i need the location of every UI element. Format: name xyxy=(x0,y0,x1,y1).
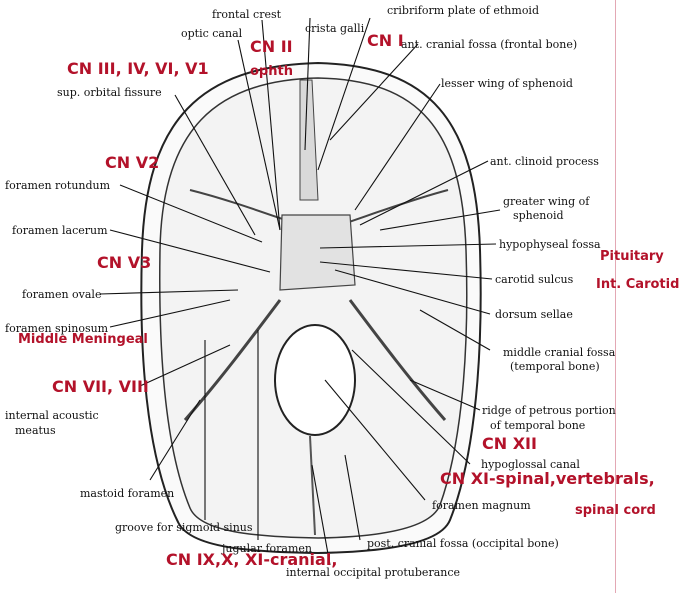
annotation-cn-ix-x-xi: CN IX,X, XI-cranial, xyxy=(166,550,338,569)
label-post-cranial-fossa: post. cranial fossa (occipital bone) xyxy=(367,537,559,550)
petrous-ridge-right xyxy=(348,299,447,421)
annotation-cn-ii: CN II xyxy=(250,37,293,56)
label-cribriform-plate: cribriform plate of ethmoid xyxy=(387,4,539,17)
label-foramen-magnum: foramen magnum xyxy=(432,499,531,512)
label-ant-clinoid: ant. clinoid process xyxy=(490,155,599,168)
annotation-int-carotid: Int. Carotid xyxy=(596,277,680,292)
page-border xyxy=(615,0,616,593)
label-foramen-rotundum: foramen rotundum xyxy=(5,179,111,192)
label-jugular-foramen: jugular foramen xyxy=(222,542,312,555)
annotation-cn-xi-spinal: CN XI-spinal,vertebrals, xyxy=(440,469,655,488)
label-sup-orbital-fissure: sup. orbital fissure xyxy=(57,86,162,99)
annotation-cn-iii-iv-vi-v1: CN III, IV, VI, V1 xyxy=(67,59,209,78)
annotation-ophth: ophth xyxy=(250,64,293,79)
label-optic-canal: optic canal xyxy=(181,27,243,40)
label-groove-sigmoid: groove for sigmoid sinus xyxy=(115,521,253,534)
label-middle-cranial-fossa-1: middle cranial fossa xyxy=(503,346,616,359)
label-internal-acoustic-2: meatus xyxy=(15,424,56,437)
annotation-spinal-cord: spinal cord xyxy=(575,503,656,518)
annotation-pituitary: Pituitary xyxy=(600,249,664,264)
label-foramen-lacerum: foramen lacerum xyxy=(12,224,108,237)
leader-lines xyxy=(99,17,501,566)
sella-region xyxy=(279,214,356,291)
label-hypophyseal-fossa: hypophyseal fossa xyxy=(499,238,601,251)
label-carotid-sulcus: carotid sulcus xyxy=(495,273,574,286)
skull-inner-outline xyxy=(159,77,468,539)
occipital-crest xyxy=(309,435,316,536)
label-dorsum-sellae: dorsum sellae xyxy=(495,308,573,321)
label-internal-acoustic-1: internal acoustic xyxy=(5,409,99,422)
label-greater-wing-2: sphenoid xyxy=(513,209,564,222)
annotation-cn-vii-viii: CN VII, VIII xyxy=(52,377,149,396)
label-foramen-ovale: foramen ovale xyxy=(22,288,102,301)
annotation-cn-xii: CN XII xyxy=(482,434,537,453)
label-frontal-crest: frontal crest xyxy=(212,8,282,21)
label-mastoid-foramen: mastoid foramen xyxy=(80,487,175,500)
label-middle-cranial-fossa-2: (temporal bone) xyxy=(510,360,600,373)
label-lesser-wing: lesser wing of sphenoid xyxy=(441,77,573,90)
petrous-ridge-left xyxy=(183,299,282,421)
label-ridge-petrous-1: ridge of petrous portion xyxy=(482,404,616,417)
label-hypoglossal-canal: hypoglossal canal xyxy=(481,458,580,471)
label-ant-cranial-fossa: ant. cranial fossa (frontal bone) xyxy=(401,38,578,51)
label-internal-occipital: internal occipital protuberance xyxy=(286,566,461,579)
annotation-cn-i: CN I xyxy=(367,31,404,50)
label-crista-galli: crista galli xyxy=(305,22,365,35)
annotation-cn-v3: CN V3 xyxy=(97,253,152,272)
label-ridge-petrous-2: of temporal bone xyxy=(490,419,586,432)
label-foramen-spinosum: foramen spinosum xyxy=(5,322,109,335)
label-greater-wing-1: greater wing of xyxy=(503,195,590,208)
annotation-middle-meningeal: Middle Meningeal xyxy=(18,332,148,347)
annotation-cn-v2: CN V2 xyxy=(105,153,160,172)
foramen-magnum-shape xyxy=(274,324,356,436)
